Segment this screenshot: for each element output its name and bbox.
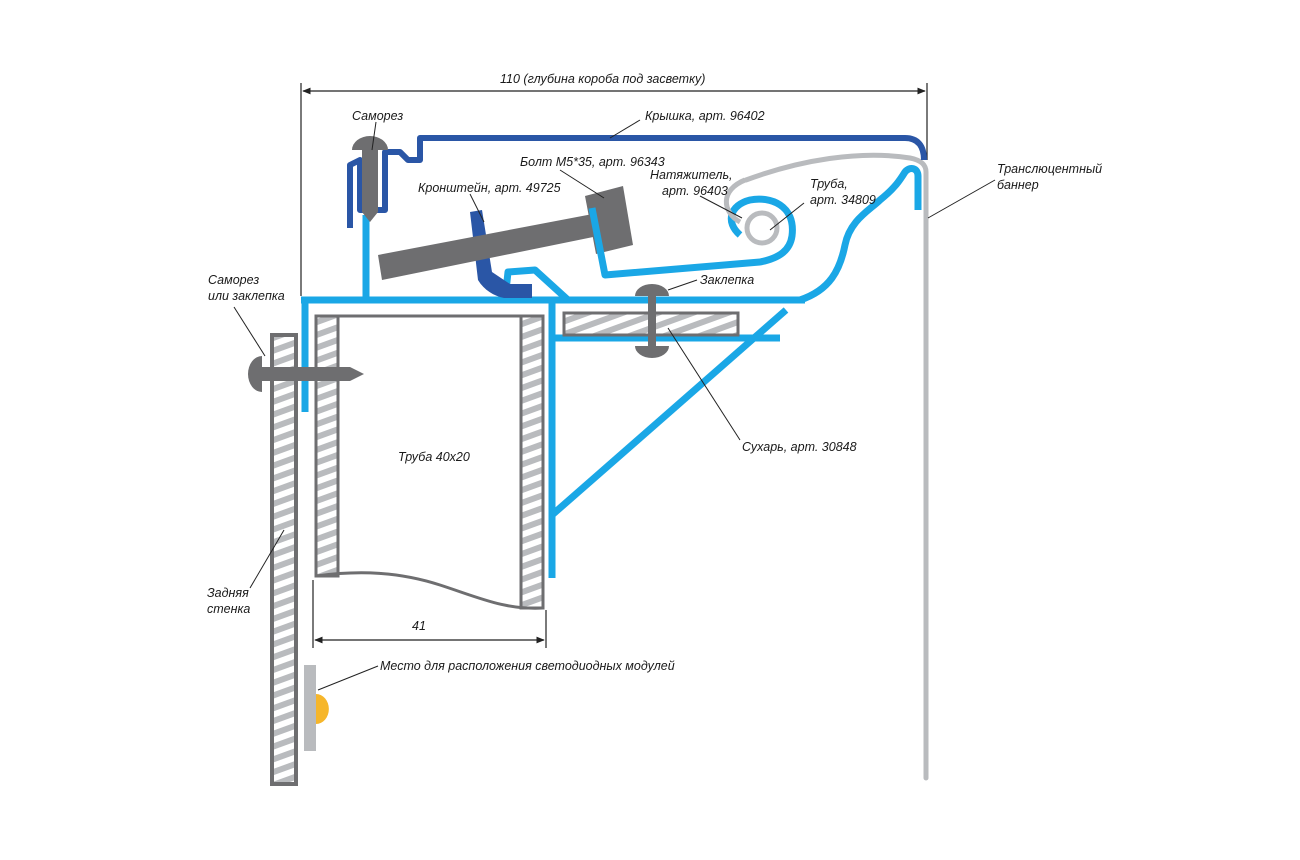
translucent-banner [743, 152, 929, 781]
rivet-label: Заклепка [700, 273, 754, 287]
led-place-label: Место для расположения светодиодных моду… [380, 659, 675, 673]
bracket [470, 210, 532, 298]
bracket-label: Кронштейн, арт. 49725 [418, 181, 561, 195]
screw-top [352, 136, 388, 222]
tensioner [588, 195, 796, 279]
screw-left-label-2: или заклепка [208, 289, 285, 303]
width-dimension [312, 580, 547, 648]
depth-dimension [300, 83, 928, 296]
leader-lines [233, 119, 996, 691]
tube [723, 177, 780, 246]
nut-label: Сухарь, арт. 30848 [742, 440, 857, 454]
tube-label: Труба, [810, 177, 848, 191]
tube-article: арт. 34809 [810, 193, 876, 207]
rivet [635, 284, 669, 358]
bolt-label: Болт М5*35, арт. 96343 [520, 155, 665, 169]
cover-label: Крышка, арт. 96402 [645, 109, 765, 123]
back-wall [270, 333, 298, 786]
width-dimension-label: 41 [412, 619, 426, 633]
back-wall-label-2: стенка [207, 602, 250, 616]
screw-left [248, 356, 364, 392]
banner-label-2: баннер [997, 178, 1039, 192]
tensioner-article: арт. 96403 [662, 184, 728, 198]
screw-left-label: Саморез [208, 273, 259, 287]
banner-label: Транслюцентный [997, 162, 1102, 176]
back-wall-label: Задняя [207, 586, 249, 600]
tensioner-label: Натяжитель, [650, 168, 733, 182]
screw-top-label: Саморез [352, 109, 403, 123]
pipe-label: Труба 40х20 [398, 450, 470, 464]
led-module [304, 665, 329, 751]
depth-dimension-label: 110 (глубина короба под засветку) [500, 72, 705, 86]
